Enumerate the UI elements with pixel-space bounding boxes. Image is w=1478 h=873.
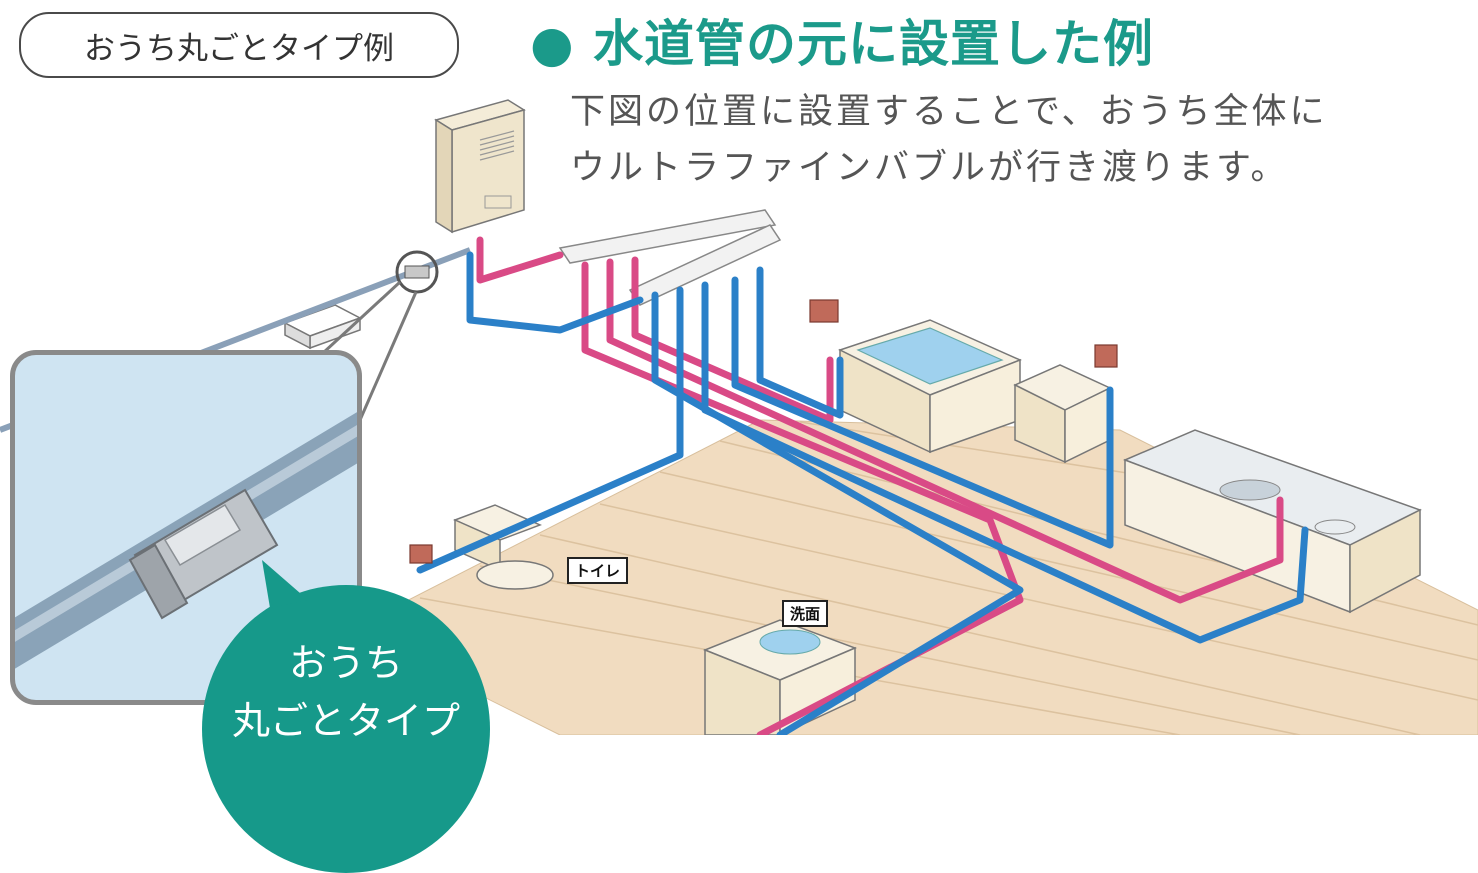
toilet [453, 504, 554, 590]
control-box [283, 304, 362, 350]
floor-boards [419, 421, 1478, 735]
bathtub [838, 319, 1022, 454]
description: 下図の位置に設置することで、おうち全体に ウルトラファインバブルが行き渡ります。 [570, 84, 1328, 196]
description-line-1: 下図の位置に設置することで、おうち全体に [570, 92, 1328, 132]
leader-line [358, 291, 418, 421]
pipe-header-hot [558, 209, 777, 264]
badge-line-1: おうち [288, 641, 403, 685]
label-toilet: トイレ [567, 557, 629, 584]
description-line-2: ウルトラファインバブルが行き渡ります。 [570, 148, 1289, 188]
kitchen-counter [1122, 429, 1422, 614]
faucet-valves [409, 299, 1118, 564]
magnified-view [10, 350, 362, 705]
fine-bubble-device-icon [404, 265, 430, 279]
cold-water-pipes [416, 251, 1309, 735]
type-badge: おうち 丸ごとタイプ [202, 585, 490, 873]
label-washroom: 洗面 [782, 600, 829, 627]
type-tag: おうち丸ごとタイプ例 [19, 12, 459, 78]
device-marker-circle [395, 250, 439, 294]
device-closeup [15, 412, 357, 669]
plumbing-illustration [0, 99, 1478, 735]
washer [1013, 364, 1112, 464]
badge-line-2: 丸ごとタイプ [231, 699, 460, 743]
badge-pointer [262, 560, 308, 608]
page-title: ● 水道管の元に設置した例 [530, 14, 1155, 73]
water-heater [434, 99, 526, 234]
